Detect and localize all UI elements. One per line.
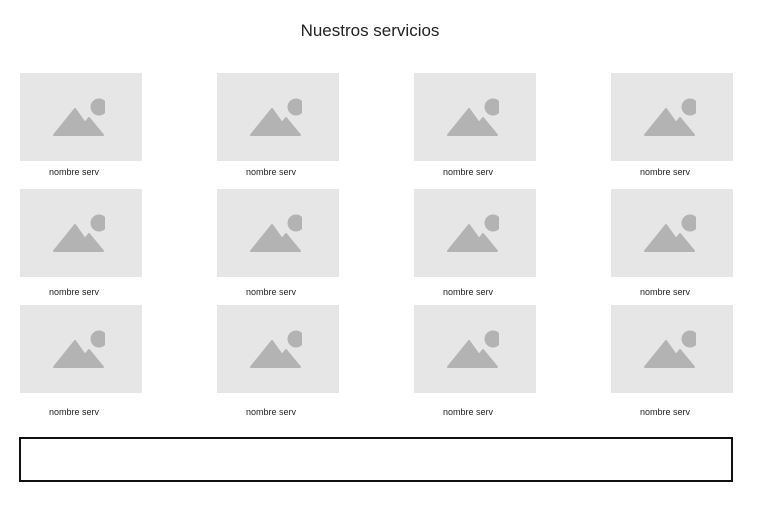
service-card[interactable]: nombre serv bbox=[414, 73, 536, 177]
service-image bbox=[20, 189, 142, 277]
image-placeholder-icon bbox=[250, 214, 302, 252]
service-image bbox=[414, 189, 536, 277]
service-image bbox=[611, 73, 733, 161]
service-name: nombre serv bbox=[245, 407, 297, 417]
service-name: nombre serv bbox=[245, 167, 297, 177]
image-placeholder-icon bbox=[447, 214, 499, 252]
service-card[interactable]: nombre serv bbox=[20, 73, 142, 177]
service-name: nombre serv bbox=[442, 407, 494, 417]
page-title: Nuestros servicios bbox=[300, 21, 440, 40]
image-placeholder-icon bbox=[644, 214, 696, 252]
image-placeholder-icon bbox=[53, 214, 105, 252]
service-image bbox=[217, 73, 339, 161]
service-card[interactable]: nombre serv bbox=[611, 189, 733, 297]
service-image bbox=[217, 305, 339, 393]
service-name: nombre serv bbox=[48, 167, 100, 177]
service-image bbox=[611, 189, 733, 277]
image-placeholder-icon bbox=[250, 98, 302, 136]
service-card[interactable]: nombre serv bbox=[414, 305, 536, 417]
service-card[interactable]: nombre serv bbox=[217, 73, 339, 177]
image-placeholder-icon bbox=[644, 98, 696, 136]
service-name: nombre serv bbox=[639, 407, 691, 417]
service-card[interactable]: nombre serv bbox=[414, 189, 536, 297]
service-card[interactable]: nombre serv bbox=[217, 189, 339, 297]
image-placeholder-icon bbox=[447, 98, 499, 136]
service-name: nombre serv bbox=[48, 287, 100, 297]
service-name: nombre serv bbox=[48, 407, 100, 417]
service-name: nombre serv bbox=[639, 287, 691, 297]
service-name: nombre serv bbox=[245, 287, 297, 297]
footer-box bbox=[19, 437, 733, 482]
service-card[interactable]: nombre serv bbox=[20, 305, 142, 417]
service-image bbox=[611, 305, 733, 393]
service-card[interactable]: nombre serv bbox=[611, 305, 733, 417]
service-name: nombre serv bbox=[442, 287, 494, 297]
service-card[interactable]: nombre serv bbox=[611, 73, 733, 177]
service-card[interactable]: nombre serv bbox=[217, 305, 339, 417]
image-placeholder-icon bbox=[53, 330, 105, 368]
image-placeholder-icon bbox=[53, 98, 105, 136]
service-image bbox=[217, 189, 339, 277]
image-placeholder-icon bbox=[644, 330, 696, 368]
service-image bbox=[414, 73, 536, 161]
service-card[interactable]: nombre serv bbox=[20, 189, 142, 297]
image-placeholder-icon bbox=[447, 330, 499, 368]
service-image bbox=[20, 305, 142, 393]
service-image bbox=[414, 305, 536, 393]
service-image bbox=[20, 73, 142, 161]
service-name: nombre serv bbox=[442, 167, 494, 177]
image-placeholder-icon bbox=[250, 330, 302, 368]
service-name: nombre serv bbox=[639, 167, 691, 177]
